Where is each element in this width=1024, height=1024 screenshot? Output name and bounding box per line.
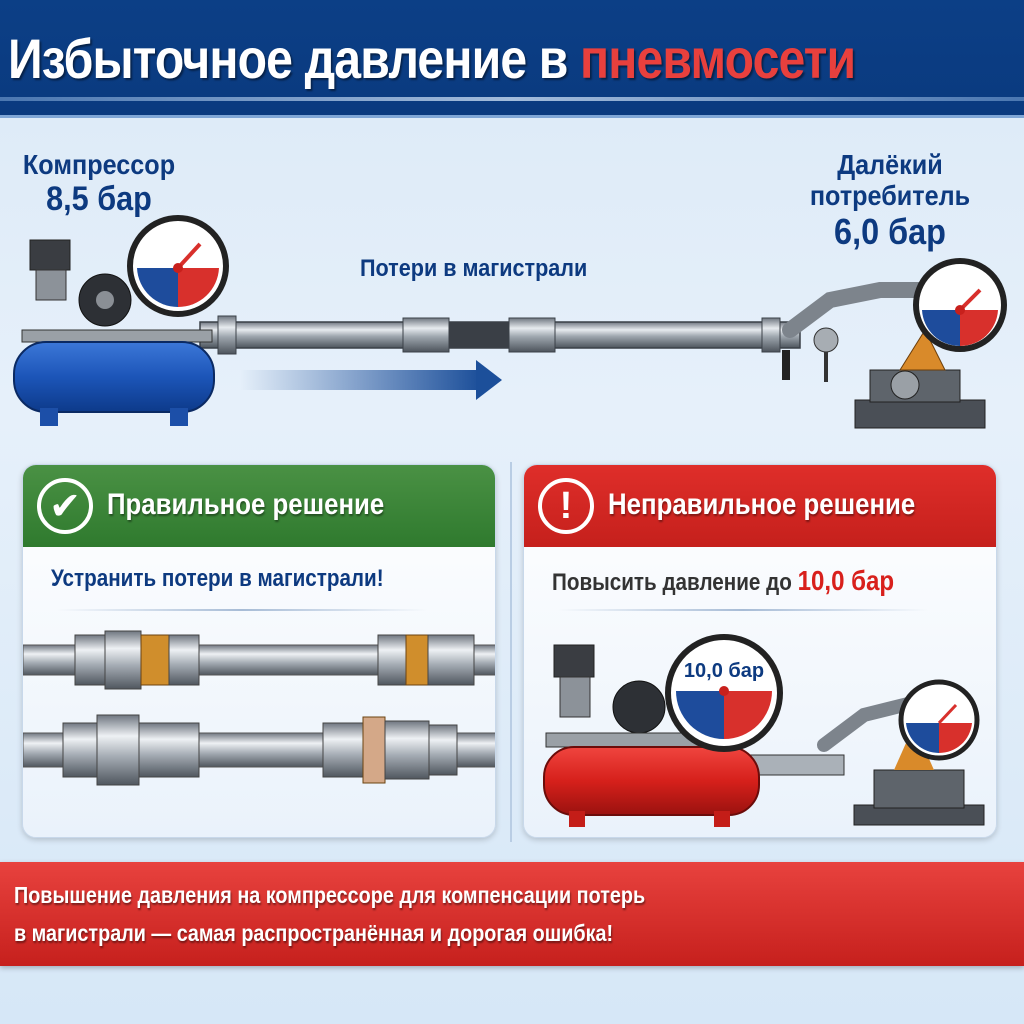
consumer-gauge-icon	[913, 258, 1007, 352]
fixed-pipes-illustration	[23, 630, 495, 786]
footer-line-1: Повышение давления на компрессоре для ко…	[14, 882, 646, 908]
main-pipe	[199, 315, 801, 355]
wrong-solution-panel: ! Неправильное решение Повысить давление…	[523, 464, 997, 838]
correct-solution-panel: ✔ Правильное решение Устранить потери в …	[22, 464, 496, 838]
checkmark-icon: ✔	[37, 478, 93, 534]
header-divider	[0, 97, 1024, 101]
compressor-pressure: 8,5 бар	[46, 179, 152, 218]
compressor-icon	[13, 239, 215, 426]
pipe-row-1	[23, 630, 495, 690]
pipe-row-2	[23, 714, 495, 786]
title-highlight: пневмосети	[580, 27, 856, 90]
compressor-title: Компрессор	[22, 149, 176, 180]
compressor-label: Компрессор 8,5 бар	[22, 149, 176, 218]
subtitle-underline	[558, 609, 928, 611]
subtitle-underline	[57, 609, 427, 611]
red-compressor-icon	[543, 644, 760, 827]
consumer-pressure: 6,0 бар	[834, 210, 946, 252]
consumer-title-line2: потребитель	[809, 179, 971, 211]
consumer-label: Далёкий потребитель 6,0 бар	[800, 149, 980, 252]
subtitle-value: 10,0 бар	[797, 565, 895, 596]
flow-arrow-icon	[240, 360, 502, 400]
wrong-panel-header: ! Неправильное решение	[524, 465, 996, 547]
subtitle-prefix: Повысить давление до	[552, 569, 792, 596]
wrong-panel-title: Неправильное решение	[608, 488, 916, 521]
correct-panel-header: ✔ Правильное решение	[23, 465, 495, 547]
high-pressure-illustration: 10,0 бар	[543, 634, 985, 827]
compressor-gauge-icon	[127, 215, 229, 317]
consumer-machine-icon	[782, 282, 986, 429]
warning-footer: Повышение давления на компрессоре для ко…	[0, 862, 1024, 966]
gauge-value-text: 10,0 бар	[684, 660, 764, 682]
small-consumer-icon	[817, 679, 985, 826]
consumer-title-line1: Далёкий	[837, 149, 943, 180]
header-banner: Избыточное давление в пневмосети	[0, 0, 1024, 118]
correct-panel-subtitle: Устранить потери в магистрали!	[51, 565, 384, 592]
panel-divider	[510, 462, 512, 842]
footer-line-2: в магистрали — самая распространённая и …	[14, 920, 614, 946]
exclamation-icon: !	[538, 478, 594, 534]
title-main: Избыточное давление в	[8, 27, 568, 90]
high-pressure-gauge-icon: 10,0 бар	[665, 634, 783, 752]
pipeline-loss-label: Потери в магистрали	[360, 255, 588, 282]
pipeline-illustration	[13, 215, 1007, 429]
wrong-panel-subtitle: Повысить давление до 10,0 бар	[552, 565, 894, 597]
correct-panel-title: Правильное решение	[107, 488, 385, 521]
page-title: Избыточное давление в пневмосети	[8, 26, 856, 91]
